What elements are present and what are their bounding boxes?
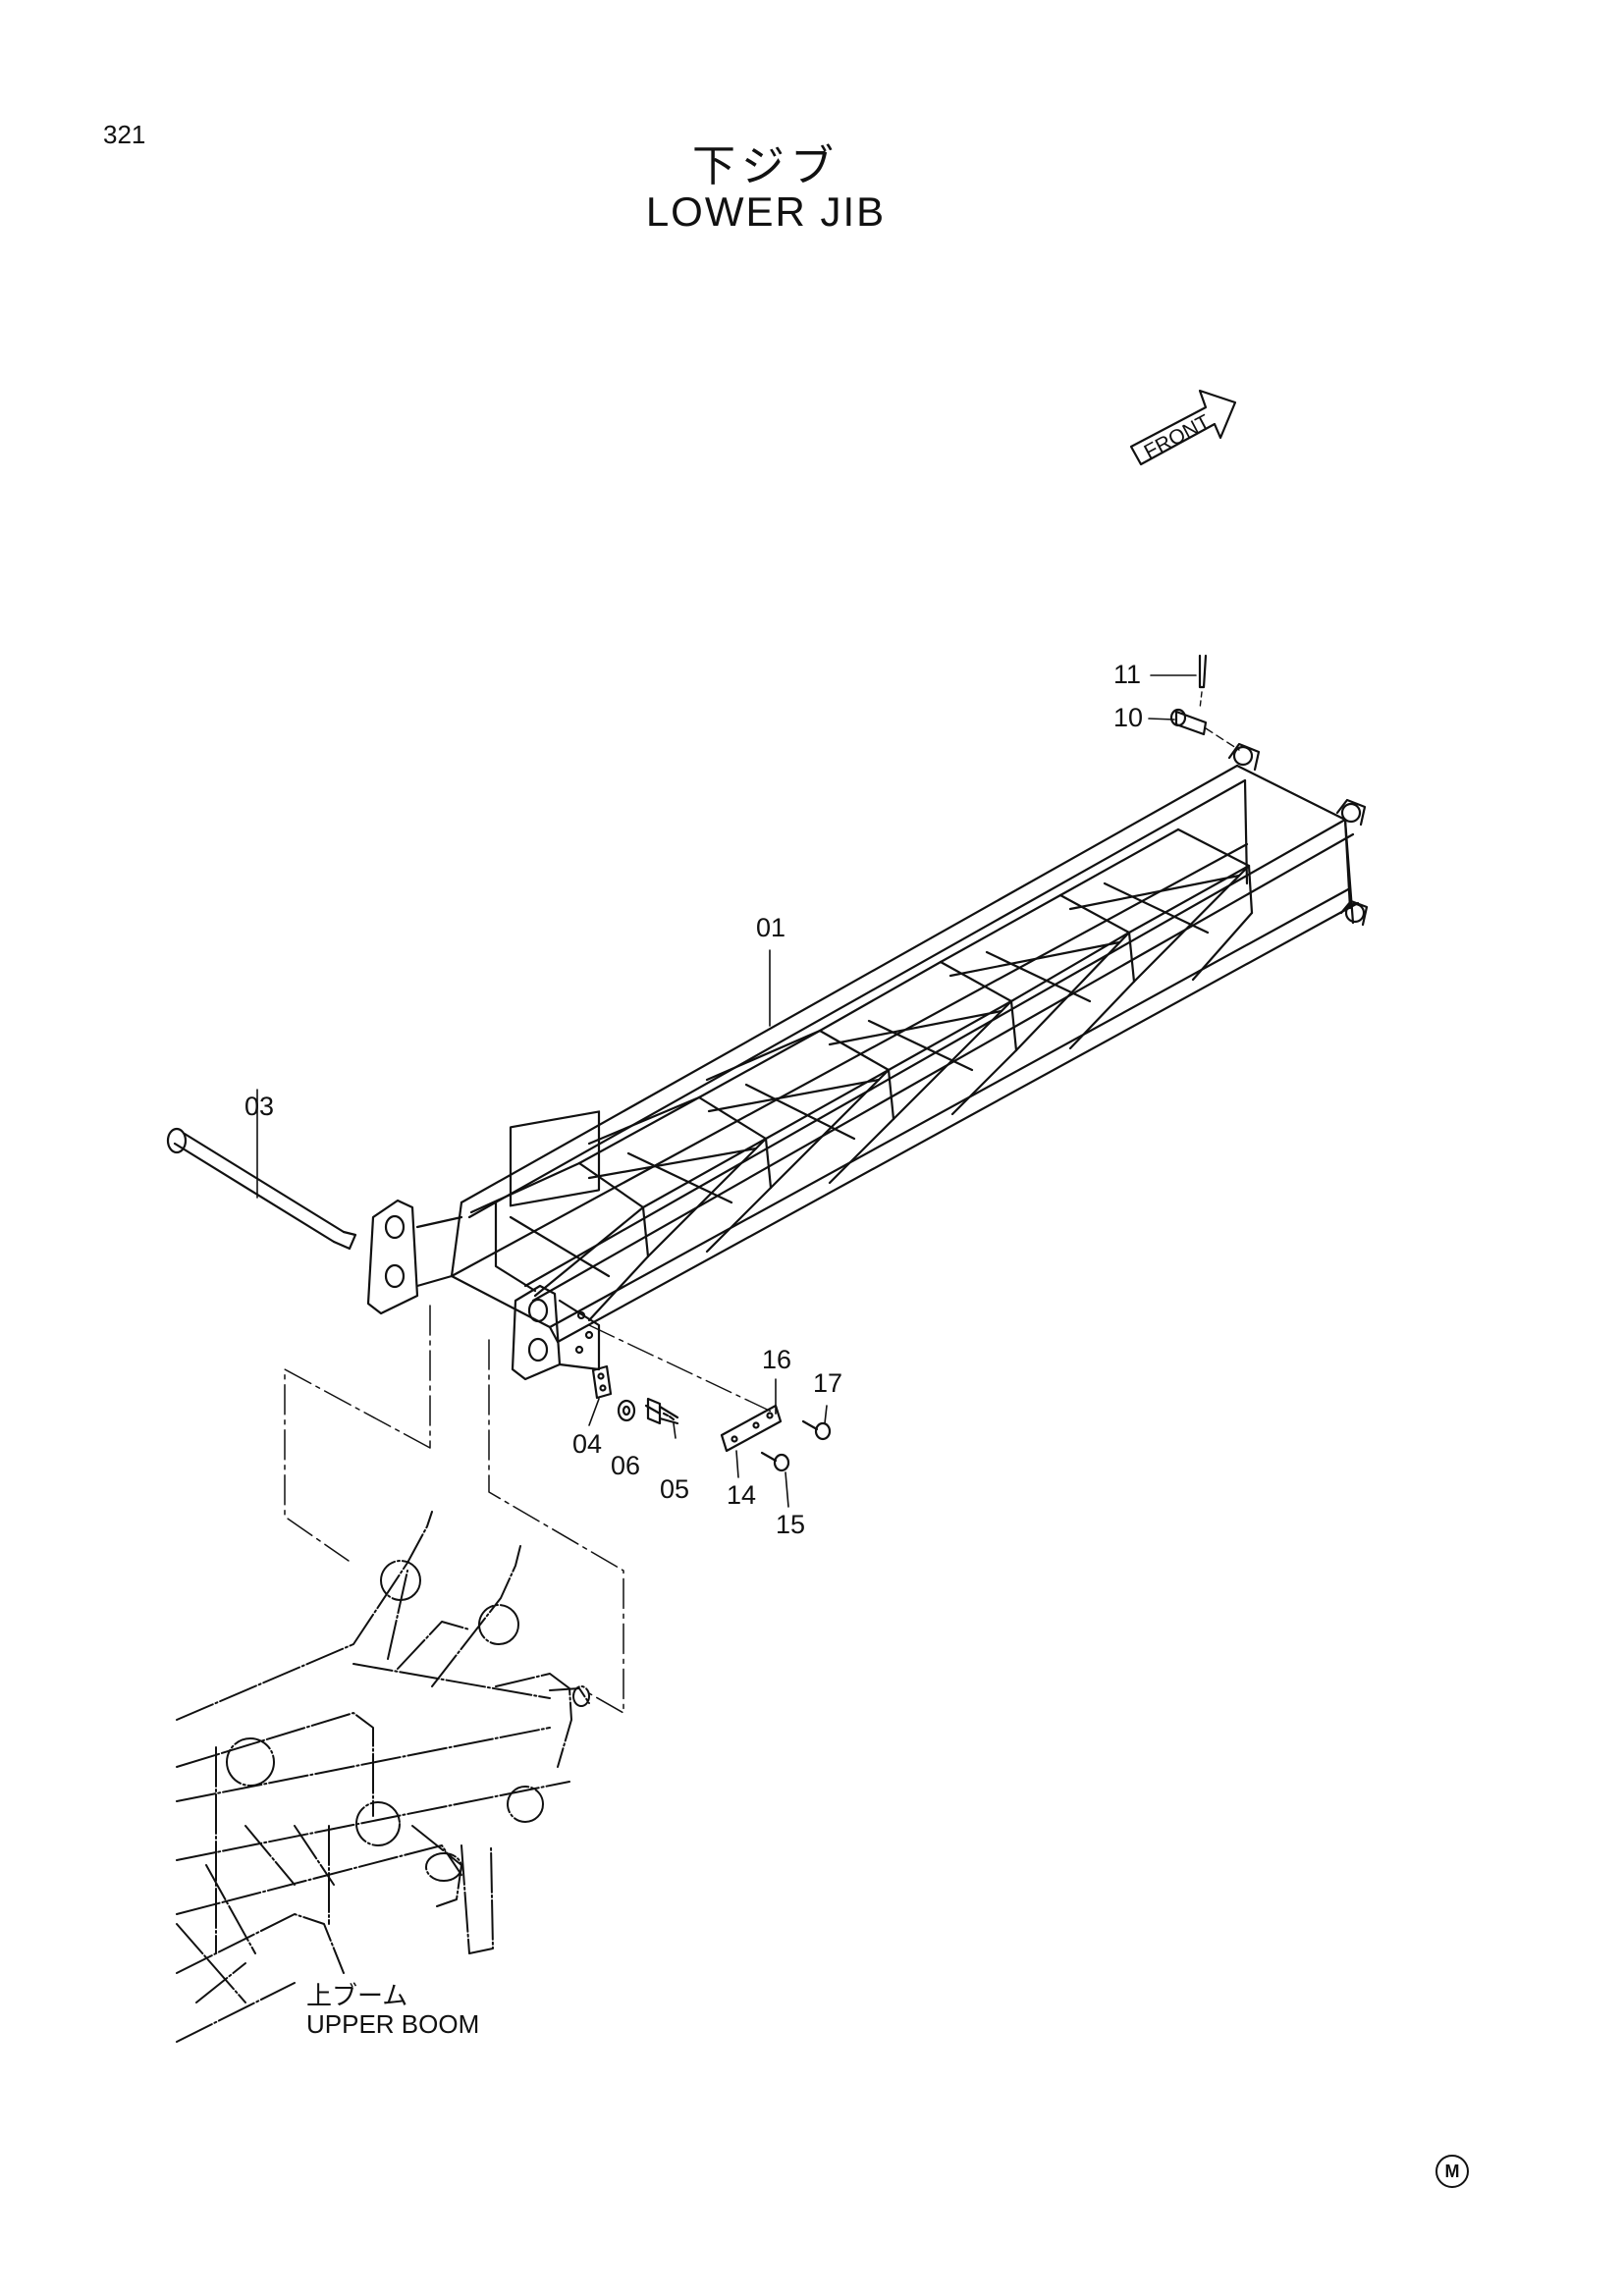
- callout-10: 10: [1113, 703, 1144, 732]
- title-japanese: 下ジブ: [692, 141, 839, 191]
- callout-11: 11: [1113, 660, 1142, 689]
- bolt-05: [644, 1397, 679, 1439]
- upper-boom-head: [176, 1511, 590, 2043]
- upper-boom-label-en: UPPER BOOM: [306, 2009, 480, 2039]
- lower-jib-lattice: [450, 742, 1369, 1344]
- jib-foot-pin: [166, 1089, 357, 1251]
- title-english: LOWER JIB: [645, 188, 887, 235]
- callout-06: 06: [611, 1451, 641, 1480]
- upper-boom-label-jp: 上ブーム: [306, 1982, 408, 2011]
- page-number: 321: [103, 120, 146, 149]
- callout-05: 05: [660, 1474, 690, 1504]
- rear-foot-bracket-lower: [511, 1284, 601, 1381]
- clip-11: [1150, 654, 1208, 710]
- callout-16: 16: [762, 1345, 792, 1374]
- plate-14: [720, 1404, 783, 1478]
- pin-10: [1148, 708, 1240, 751]
- callout-01: 01: [756, 913, 786, 942]
- callout-15: 15: [776, 1510, 806, 1539]
- connection-lines: [284, 1305, 624, 1714]
- callout-17: 17: [813, 1368, 843, 1398]
- corner-mark: M: [1435, 2155, 1469, 2188]
- rear-foot-bracket-upper: [366, 1199, 463, 1315]
- screw-17: [801, 1405, 832, 1441]
- washer-06: [617, 1399, 636, 1422]
- center-line: [588, 1324, 777, 1415]
- screw-15: [760, 1451, 790, 1508]
- plate-04: [588, 1364, 613, 1426]
- front-arrow-icon: FRONT: [1129, 389, 1237, 466]
- callout-14: 14: [727, 1480, 757, 1510]
- front-label: FRONT: [1141, 410, 1215, 463]
- callout-03: 03: [244, 1092, 275, 1121]
- callout-04: 04: [572, 1429, 603, 1459]
